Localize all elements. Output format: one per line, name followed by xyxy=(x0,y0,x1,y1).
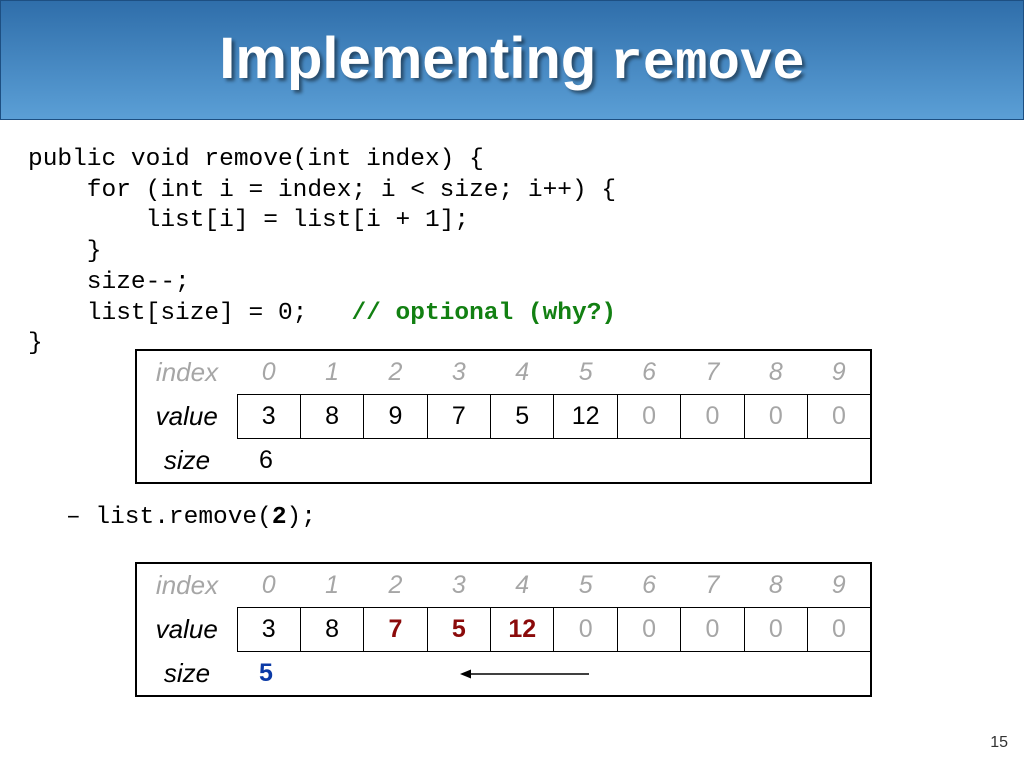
bullet-call: – list.remove(2); xyxy=(66,504,316,531)
title-text: Implementing xyxy=(219,26,597,91)
array-table-before: index 0 1 2 3 4 5 6 7 8 9 value 3 8 9 7 … xyxy=(135,349,872,484)
value-cell: 7 xyxy=(426,394,492,439)
index-cell: 1 xyxy=(325,358,340,386)
size-label: size xyxy=(163,444,211,475)
index-cell: 8 xyxy=(768,571,783,599)
value-cell: 0 xyxy=(616,607,682,652)
size-value: 5 xyxy=(259,659,273,687)
code-line: list[size] = 0; xyxy=(28,299,352,327)
index-cell: 5 xyxy=(578,571,593,599)
size-row: size 6 xyxy=(136,439,871,484)
size-value: 6 xyxy=(259,446,273,474)
value-cell: 0 xyxy=(807,607,872,652)
value-cell: 0 xyxy=(680,394,745,439)
index-cell: 3 xyxy=(451,358,466,386)
value-cell: 0 xyxy=(553,607,618,652)
index-cell: 7 xyxy=(705,571,720,599)
code-comment: // optional (why?) xyxy=(351,299,617,327)
index-row: index 0 1 2 3 4 5 6 7 8 9 xyxy=(136,563,871,608)
value-row: value 3 8 9 7 5 12 0 0 0 0 xyxy=(136,394,872,439)
value-row: value 3 8 7 5 12 0 0 0 0 0 xyxy=(136,607,872,652)
value-cell: 0 xyxy=(743,394,809,439)
value-cell: 9 xyxy=(363,394,428,439)
index-cell: 9 xyxy=(831,358,846,386)
code-line: size--; xyxy=(28,268,190,296)
index-cell: 0 xyxy=(261,358,276,386)
index-label: index xyxy=(155,357,219,388)
index-cell: 7 xyxy=(705,358,720,386)
code-line: public void remove(int index) { xyxy=(28,146,484,173)
left-arrow-icon xyxy=(460,669,589,679)
code-line: } xyxy=(28,330,43,358)
array-table-after: index 0 1 2 3 4 5 6 7 8 9 value 3 8 7 5 … xyxy=(135,562,872,697)
value-cell: 3 xyxy=(236,607,301,652)
value-cell: 8 xyxy=(299,607,365,652)
code-line: } xyxy=(28,238,102,266)
index-cell: 9 xyxy=(831,571,846,599)
index-cell: 0 xyxy=(261,571,276,599)
page-number: 15 xyxy=(990,734,1008,751)
index-cell: 5 xyxy=(578,358,593,386)
value-label: value xyxy=(155,401,218,431)
bullet-dash: – xyxy=(66,504,96,531)
value-cell-changed: 7 xyxy=(363,607,428,652)
call-suffix: ); xyxy=(286,504,316,531)
title-code: remove xyxy=(610,34,805,95)
size-label: size xyxy=(163,657,211,688)
value-cell: 8 xyxy=(299,394,365,439)
code-line: list[i] = list[i + 1]; xyxy=(28,207,470,235)
index-cell: 4 xyxy=(515,571,530,599)
value-cell-changed: 12 xyxy=(490,607,555,652)
value-cell: 5 xyxy=(490,394,555,439)
index-cell: 3 xyxy=(451,571,466,599)
code-line: for (int i = index; i < size; i++) { xyxy=(28,176,617,204)
value-cell: 0 xyxy=(616,394,682,439)
index-cell: 6 xyxy=(642,358,656,386)
index-cell: 2 xyxy=(388,358,403,386)
value-cell: 0 xyxy=(807,394,872,439)
index-cell: 2 xyxy=(388,571,403,599)
value-cell: 12 xyxy=(553,394,618,439)
index-row: index 0 1 2 3 4 5 6 7 8 9 xyxy=(136,350,871,395)
value-cell: 0 xyxy=(680,607,745,652)
value-cell: 0 xyxy=(743,607,809,652)
code-block: public void remove(int index) { for (int… xyxy=(28,145,616,360)
index-cell: 1 xyxy=(325,571,340,599)
index-cell: 6 xyxy=(642,571,656,599)
index-cell: 4 xyxy=(515,358,530,386)
size-row: size 5 xyxy=(136,652,871,697)
value-cell: 3 xyxy=(236,394,301,439)
index-cell: 8 xyxy=(768,358,783,386)
value-label: value xyxy=(155,614,218,644)
index-label: index xyxy=(155,570,219,601)
value-cell-changed: 5 xyxy=(426,607,492,652)
call-prefix: list.remove( xyxy=(95,504,272,531)
call-argument: 2 xyxy=(271,504,287,531)
